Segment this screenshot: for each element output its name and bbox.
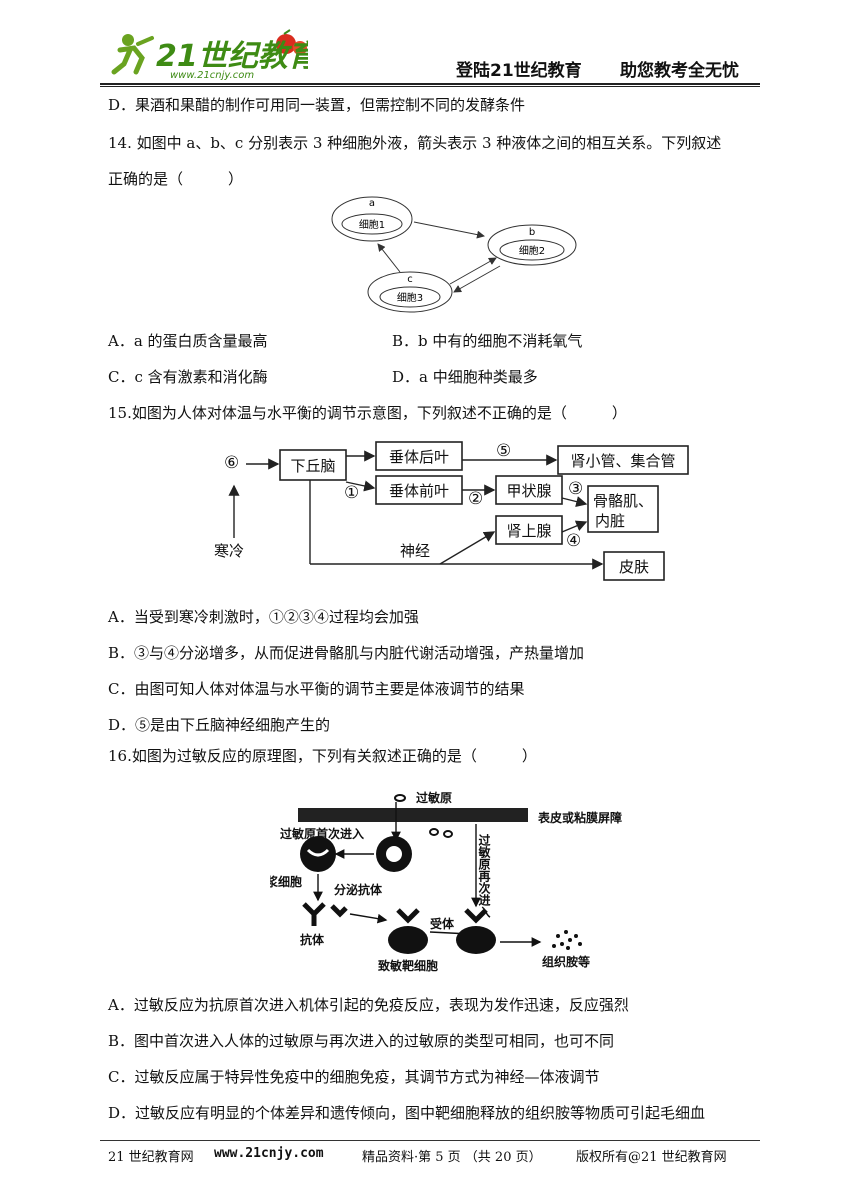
q14-diagram: a 细胞1 b 细胞2 c 细胞3 [330,192,590,322]
header-rule-thin [100,86,760,87]
nerve-label: 神经 [400,542,430,560]
q14-option-a: A．a 的蛋白质含量最高 [108,332,268,350]
receptor-label: 受体 [430,916,455,931]
q14-stem-line1: 14. 如图中 a、b、c 分别表示 3 种细胞外液，箭头表示 3 种液体之间的… [108,134,722,152]
q15-option-a: A．当受到寒冷刺激时，①②③④过程均会加强 [108,608,419,626]
footer-site: 21 世纪教育网 [108,1150,194,1165]
first-entry-label: 过敏原首次进入 [280,826,364,841]
kidney-box [557,445,689,475]
barrier-layer [298,808,528,822]
target-cell-2 [456,926,496,954]
target-cell-1 [388,926,428,954]
thyroid-box [495,475,563,505]
label-5: ⑤ [496,441,511,461]
q14-option-b: B．b 中有的细胞不消耗氧气 [392,332,583,350]
logo-text: 21世纪教育 [156,39,308,74]
re-entry-label: 过敏原再次进入 [477,833,491,919]
cell-3-label: 细胞3 [397,291,423,304]
arrow-c-to-a [377,243,401,273]
allergen-label: 过敏原 [416,790,452,805]
fluid-a: a 细胞1 [331,196,413,242]
histamine-particles [552,930,582,950]
cold-label: 寒冷 [214,542,244,560]
posterior-pituitary-box [375,441,463,471]
adrenal-box [495,515,563,545]
hypothalamus-box [279,449,347,481]
q15-option-b: B．③与④分泌增多，从而促进骨骼肌与内脏代谢活动增强，产热量增加 [108,644,585,662]
q16-stem: 16.如图为过敏反应的原理图，下列有关叙述正确的是（ ） [108,747,537,765]
hypothalamus-label: 下丘脑 [290,457,335,475]
label-4: ④ [566,531,581,551]
arrow-c-to-b [449,257,497,285]
fluid-b-label: b [529,227,535,238]
thyroid-label: 甲状腺 [506,482,551,500]
site-logo: 21世纪教育 www.21cnjy.com [108,28,323,82]
q15-option-c: C．由图可知人体对体温与水平衡的调节主要是体液调节的结果 [108,680,525,698]
q14-option-d: D．a 中细胞种类最多 [392,368,538,386]
header-slogan-right: 助您教考全无忧 [620,61,739,81]
cell-2-label: 细胞2 [519,244,545,257]
header-rule [100,83,760,85]
cell-1-label: 细胞1 [359,218,385,231]
posterior-pituitary-label: 垂体后叶 [389,448,449,466]
barrier-label: 表皮或粘膜屏障 [537,810,622,825]
q14-stem-line2: 正确的是（ ） [108,170,244,188]
kidney-label: 肾小管、集合管 [570,452,675,470]
muscle-label-line1: 骨骼肌、 [593,492,653,510]
q15-stem: 15.如图为人体对体温与水平衡的调节示意图，下列叙述不正确的是（ ） [108,404,627,422]
q15-diagram: ⑥ 下丘脑 垂体后叶 ⑤ 肾小管、集合管 ① 垂体前叶 ② 甲状腺 ③ 骨骼肌、… [200,436,700,586]
fluid-c-label: c [407,274,413,285]
plasma-cell-label: 浆细胞 [270,874,302,889]
label-1: ① [344,483,359,503]
adrenal-label: 肾上腺 [506,522,551,540]
arrow-a-to-b [413,221,485,239]
q16-option-c: C．过敏反应属于特异性免疫中的细胞免疫，其调节方式为神经—体液调节 [108,1068,600,1086]
label-2: ② [468,489,483,509]
q16-diagram: 表皮或粘膜屏障 过敏原 过敏原首次进入 浆细胞 分泌抗体 抗体 [265,780,670,980]
antibody-icon [302,902,326,926]
q16-option-a: A．过敏反应为抗原首次进入机体引起的免疫反应，表现为发作迅速，反应强烈 [108,996,629,1014]
runner-icon [111,34,154,75]
label-6: ⑥ [224,453,239,473]
q14-option-c: C．c 含有激素和消化酶 [108,368,268,386]
anterior-pituitary-label: 垂体前叶 [389,482,449,500]
fluid-a-label: a [369,198,375,209]
allergen-particle [394,794,406,802]
logo-url: www.21cnjy.com [170,70,254,81]
footer-rule [100,1140,760,1141]
arrow-b-to-c [453,265,501,293]
header-slogan-left: 登陆21世纪教育 [456,61,582,81]
muscle-label-line2: 内脏 [595,512,625,530]
apple-icon [276,34,296,54]
antibody-label: 抗体 [300,932,325,947]
q16-option-d: D．过敏反应有明显的个体差异和遗传倾向，图中靶细胞释放的组织胺等物质可引起毛细血 [108,1104,706,1122]
footer-url[interactable]: www.21cnjy.com [214,1146,324,1161]
histamine-label: 组织胺等 [542,954,590,969]
q16-option-b: B．图中首次进入人体的过敏原与再次进入的过敏原的类型可相同，也可不同 [108,1032,615,1050]
footer-page-info: 精品资料·第 5 页 （共 20 页） [362,1150,542,1165]
muscle-box [587,485,659,533]
label-3: ③ [568,479,583,499]
target-cell-label: 致敏靶细胞 [378,958,438,973]
q13-option-d: D．果酒和果醋的制作可用同一装置，但需控制不同的发酵条件 [108,96,526,114]
skin-box [603,551,665,581]
fluid-c: c 细胞3 [367,271,453,313]
skin-label: 皮肤 [619,558,649,576]
q15-option-d: D．⑤是由下丘脑神经细胞产生的 [108,716,331,734]
fluid-b: b 细胞2 [487,224,577,266]
secrete-antibody-label: 分泌抗体 [334,882,383,897]
footer-copyright: 版权所有@21 世纪教育网 [576,1150,727,1165]
